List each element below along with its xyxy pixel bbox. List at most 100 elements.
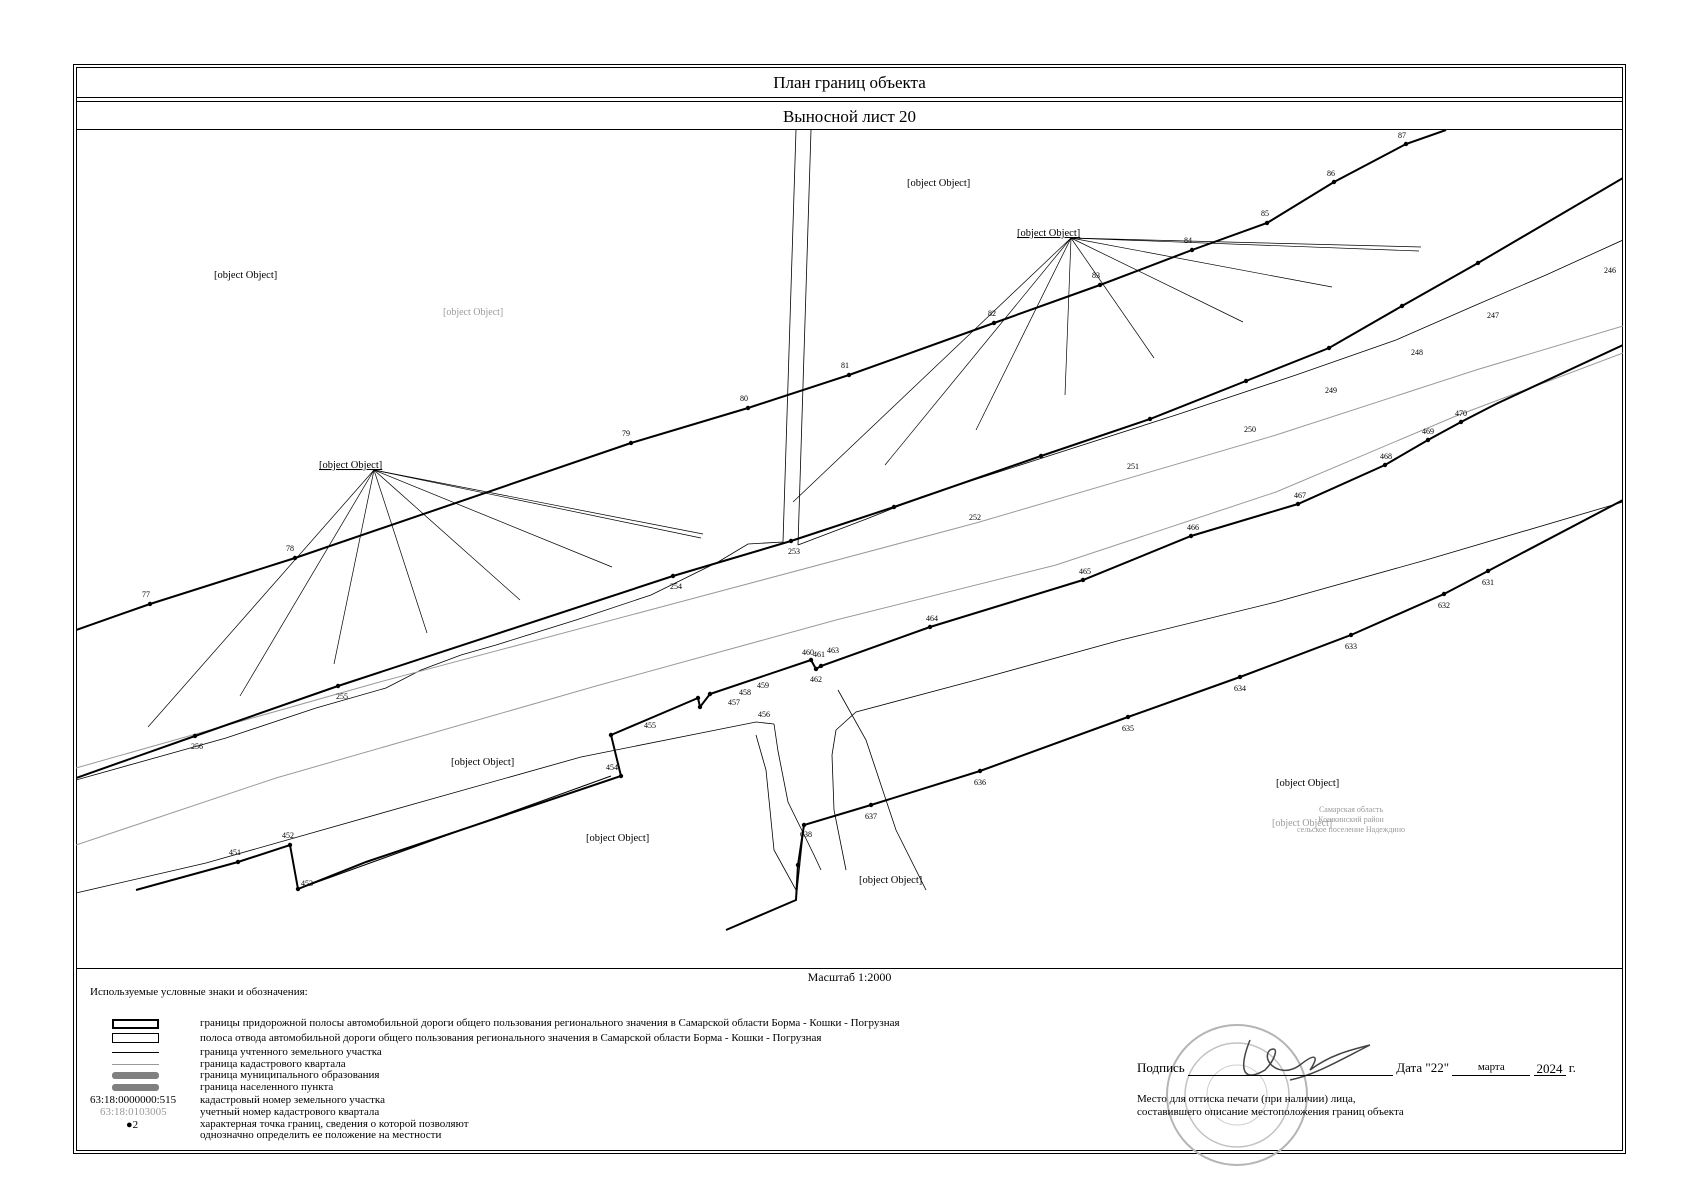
sheet-frame-outer — [73, 64, 1626, 1154]
stamp-seal — [1166, 1024, 1308, 1166]
point-labels-b: 256 255 254 253 252 251 250 249 248 247 … — [191, 266, 1616, 751]
point-label: 462 — [810, 675, 822, 684]
point-label: 465 — [1079, 567, 1091, 576]
point-label: 256 — [191, 742, 203, 751]
parcel-labels: [object Object] [object Object] [object … — [214, 178, 1339, 886]
point-label: 454 — [606, 763, 618, 772]
point-label: 467 — [1294, 491, 1306, 500]
legend-item: учетный номер кадастрового квартала — [200, 1106, 380, 1118]
quarter-label: [object Object] — [443, 307, 503, 318]
point-label: 466 — [1187, 523, 1199, 532]
point-label: 463 — [827, 646, 839, 655]
legend-symbol-quarter-boundary — [112, 1064, 159, 1065]
point-label: 459 — [757, 681, 769, 690]
point-label: 82 — [988, 309, 996, 318]
signature-field — [1188, 1061, 1393, 1076]
sheet-frame-inner — [76, 67, 1623, 1151]
parcel-label: [object Object] — [319, 460, 382, 471]
legend-item: граница кадастрового квартала — [200, 1058, 346, 1070]
legend-sample-parcel-number: 63:18:0000000:515 — [90, 1094, 177, 1106]
municipality-line: Самарская область — [1319, 805, 1383, 814]
point-labels-a: 77 78 79 80 81 82 83 84 85 86 87 — [142, 131, 1406, 599]
point-label: 254 — [670, 582, 682, 591]
point-label: 452 — [282, 831, 294, 840]
municipality-line: сельское поселение Надеждино — [1297, 825, 1405, 834]
point-label: 81 — [841, 361, 849, 370]
legend-sample-point: ●2 — [126, 1119, 139, 1131]
stamp-note: Место для оттиска печати (при наличии) л… — [1137, 1093, 1356, 1105]
parcel-boundary-lines — [297, 775, 805, 901]
point-label: 470 — [1455, 409, 1467, 418]
point-label: 633 — [1345, 642, 1357, 651]
parcel-label: [object Object] — [451, 757, 514, 768]
legend-item: граница учтенного земельного участка — [200, 1046, 382, 1058]
parcel-label: [object Object] — [214, 270, 277, 281]
legend-symbol-parcel-boundary — [112, 1052, 159, 1053]
point-label: 251 — [1127, 462, 1139, 471]
point-label: 635 — [1122, 724, 1134, 733]
quarter-labels: [object Object] [object Object] — [443, 307, 1332, 829]
signature-label: Подпись — [1137, 1060, 1185, 1075]
municipality-boundary — [76, 325, 1623, 846]
parcel-label: [object Object] — [907, 178, 970, 189]
scale-label: Масштаб 1:2000 — [807, 970, 892, 984]
point-label: 631 — [1482, 578, 1494, 587]
point-label: 464 — [926, 614, 938, 623]
parcel-label: [object Object] — [586, 833, 649, 844]
point-labels-bottom: 451 452 453 454 — [229, 763, 618, 888]
point-labels-c: 455 458 457 456 459 460 461 462 463 464 … — [644, 409, 1467, 730]
boundary-points — [147, 141, 1491, 892]
boundary-map: 77 78 79 80 81 82 83 84 85 86 87 256 255… — [76, 130, 1623, 968]
point-label: 457 — [728, 698, 740, 707]
point-label: 87 — [1398, 131, 1406, 140]
point-label: 77 — [142, 590, 150, 599]
point-label: 252 — [969, 513, 981, 522]
municipality-label: Самарская область Кошкинский район сельс… — [1297, 805, 1405, 834]
point-label: 86 — [1327, 169, 1335, 178]
stamp-note: составившего описание местоположения гра… — [1137, 1106, 1404, 1118]
page-subtitle: Выносной лист 20 — [76, 101, 1623, 130]
point-label: 80 — [740, 394, 748, 403]
leader-lines-left — [147, 469, 704, 728]
point-label: 78 — [286, 544, 294, 553]
point-label: 85 — [1261, 209, 1269, 218]
signature-line: Подпись Дата "22" марта 2024 г. — [1137, 1060, 1576, 1076]
point-label: 636 — [974, 778, 986, 787]
point-label: 250 — [1244, 425, 1256, 434]
point-label: 458 — [739, 688, 751, 697]
date-year: 2024 — [1533, 1061, 1566, 1076]
point-label: 248 — [1411, 348, 1423, 357]
date-year-suffix: г. — [1568, 1060, 1576, 1075]
legend-item: характерная точка границ, сведения о кот… — [200, 1118, 469, 1130]
point-label: 468 — [1380, 452, 1392, 461]
date-label: Дата — [1396, 1060, 1423, 1075]
legend-item: граница населенного пункта — [200, 1081, 334, 1093]
municipality-line: Кошкинский район — [1318, 815, 1384, 824]
point-label: 469 — [1422, 427, 1434, 436]
signature-mark — [1243, 1039, 1371, 1081]
point-label: 455 — [644, 721, 656, 730]
parcel-label: [object Object] — [1276, 778, 1339, 789]
point-dot-icon: ● — [126, 1119, 133, 1131]
point-label: 632 — [1438, 601, 1450, 610]
point-label: 638 — [800, 830, 812, 839]
page-title: План границ объекта — [76, 67, 1623, 98]
point-label: 461 — [813, 650, 825, 659]
quarter-label: [object Object] — [1272, 818, 1332, 829]
legend-item: граница муниципального образования — [200, 1069, 380, 1081]
point-label: 249 — [1325, 386, 1337, 395]
point-label: 253 — [788, 547, 800, 556]
legend-symbol-settlement-boundary — [112, 1084, 159, 1091]
map-bottom-border — [76, 968, 1623, 969]
point-label: 79 — [622, 429, 630, 438]
parcel-label: [object Object] — [1017, 228, 1080, 239]
legend-item: полоса отвода автомобильной дороги общег… — [200, 1032, 822, 1044]
legend-symbol-road-allotment — [112, 1033, 159, 1043]
point-label: 246 — [1604, 266, 1616, 275]
leader-lines-right — [792, 237, 1422, 503]
point-label: 84 — [1184, 236, 1192, 245]
road-allotment-lines — [76, 130, 1623, 894]
point-label: 247 — [1487, 311, 1499, 320]
date-month: марта — [1452, 1061, 1531, 1076]
point-label: 255 — [336, 692, 348, 701]
